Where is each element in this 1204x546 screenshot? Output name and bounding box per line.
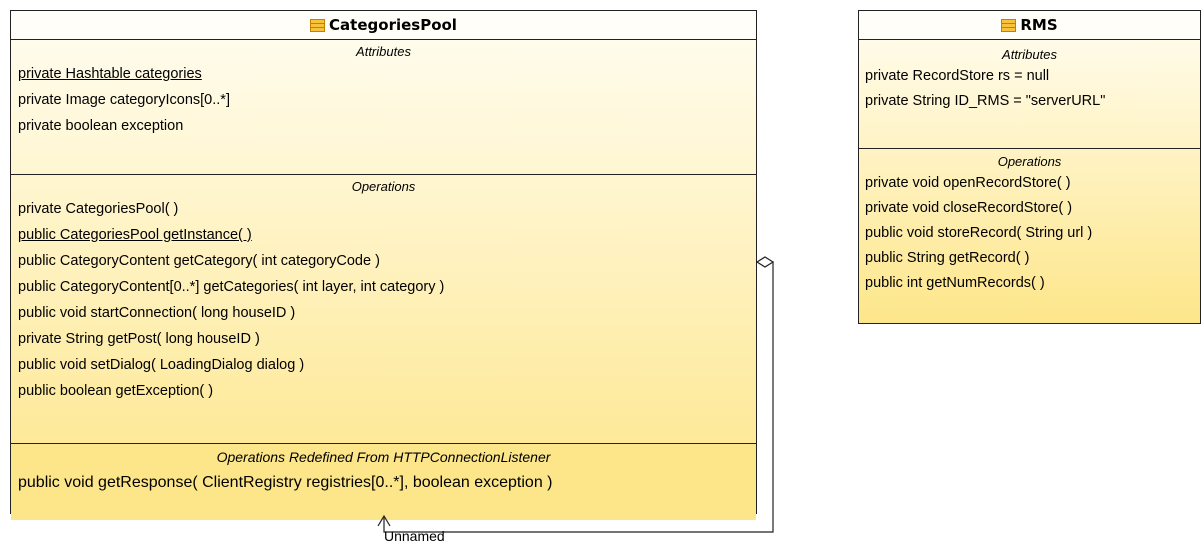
redefined-operations-section: Operations Redefined From HTTPConnection… <box>11 443 756 520</box>
member-row[interactable]: public String getRecord( ) <box>865 250 1030 266</box>
member-row[interactable]: public CategoryContent[0..*] getCategori… <box>18 279 445 295</box>
member-row[interactable]: public void storeRecord( String url ) <box>865 225 1093 241</box>
redefined-operations-title: Operations Redefined From HTTPConnection… <box>216 449 551 465</box>
member-row[interactable]: public int getNumRecords( ) <box>865 275 1045 291</box>
attributes-title: Attributes <box>1002 47 1057 62</box>
class-icon <box>310 18 326 32</box>
class-icon <box>1001 18 1017 32</box>
association-line <box>383 261 774 533</box>
member-row[interactable]: private String getPost( long houseID ) <box>18 331 260 347</box>
member-row[interactable]: private boolean exception <box>18 118 184 134</box>
association-label: Unnamed <box>384 528 445 544</box>
member-row[interactable]: public boolean getException( ) <box>18 383 214 399</box>
operations-section: Operations private CategoriesPool( ) publ… <box>11 174 756 443</box>
member-row[interactable]: private String ID_RMS = "serverURL" <box>865 93 1106 109</box>
class-name: CategoriesPool <box>329 16 457 34</box>
member-row[interactable]: public void setDialog( LoadingDialog dia… <box>18 357 305 373</box>
aggregation-diamond <box>755 256 775 268</box>
operations-section: Operations private void openRecordStore(… <box>859 148 1200 296</box>
class-header: CategoriesPool <box>11 11 756 40</box>
class-categories-pool[interactable]: CategoriesPool Attributes private Hashta… <box>10 10 757 520</box>
member-row[interactable]: private RecordStore rs = null <box>865 68 1050 84</box>
member-row[interactable]: private Image categoryIcons[0..*] <box>18 92 230 108</box>
class-rms[interactable]: RMS Attributes private RecordStore rs = … <box>858 10 1201 324</box>
member-row[interactable]: private void closeRecordStore( ) <box>865 200 1073 216</box>
navigability-arrowhead <box>377 514 391 527</box>
member-row[interactable]: public void getResponse( ClientRegistry … <box>18 474 553 491</box>
member-row[interactable]: private void openRecordStore( ) <box>865 175 1071 191</box>
member-row[interactable]: private CategoriesPool( ) <box>18 201 179 217</box>
class-name: RMS <box>1020 16 1058 34</box>
member-row[interactable]: public CategoryContent getCategory( int … <box>18 253 380 269</box>
member-row[interactable]: public void startConnection( long houseI… <box>18 305 296 321</box>
operations-title: Operations <box>351 179 416 194</box>
operations-title: Operations <box>997 154 1062 169</box>
member-row[interactable]: public CategoriesPool getInstance( ) <box>18 227 252 243</box>
member-row[interactable]: private Hashtable categories <box>18 66 202 82</box>
attributes-title: Attributes <box>356 44 411 59</box>
attributes-section: Attributes private Hashtable categories p… <box>11 40 756 174</box>
class-header: RMS <box>859 11 1200 40</box>
attributes-section: Attributes private RecordStore rs = null… <box>859 40 1200 148</box>
